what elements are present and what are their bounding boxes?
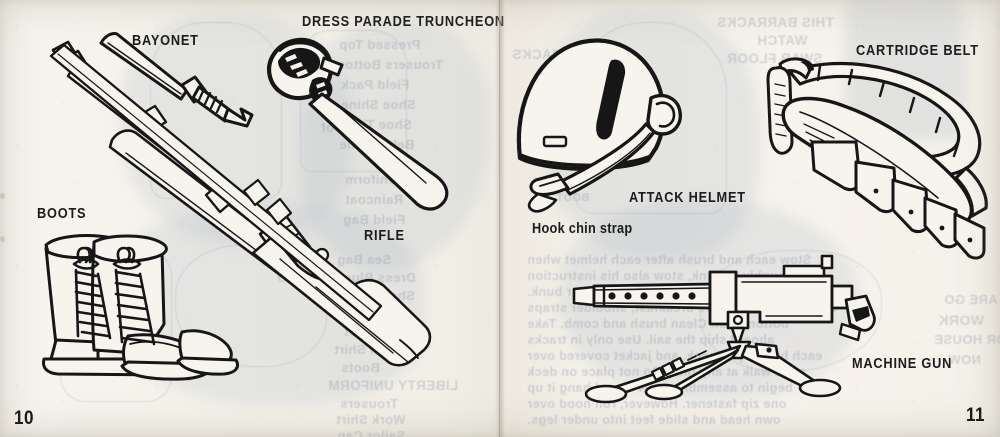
machine-gun-illustration: [570, 254, 915, 406]
bayonet-illustration: [95, 30, 275, 128]
page-number-right: 11: [966, 405, 985, 426]
rifle-illustration: [48, 40, 468, 370]
page-number-left: 10: [14, 408, 34, 429]
label-boots: BOOTS: [37, 206, 87, 222]
label-bayonet: BAYONET: [132, 33, 199, 49]
paper-edge-nick-top: [0, 193, 5, 199]
cartridge-belt-illustration: [760, 50, 995, 260]
label-attack-helmet: ATTACK HELMET: [629, 190, 746, 206]
book-gutter-line: [499, 0, 500, 437]
label-cartridge-belt: CARTRIDGE BELT: [856, 43, 979, 59]
paper-edge-nick-bottom: [0, 236, 5, 242]
book-gutter-shadow: [495, 0, 505, 437]
label-hook-chin-strap: Hook chin strap: [532, 221, 633, 237]
dress-parade-truncheon-illustration: [258, 36, 468, 216]
combat-boots-illustration: [32, 228, 242, 388]
label-machine-gun: MACHINE GUN: [852, 356, 953, 372]
attack-helmet-illustration: [508, 36, 718, 216]
label-dress-parade-truncheon: DRESS PARADE TRUNCHEON: [302, 14, 505, 30]
label-rifle: RIFLE: [364, 228, 405, 244]
